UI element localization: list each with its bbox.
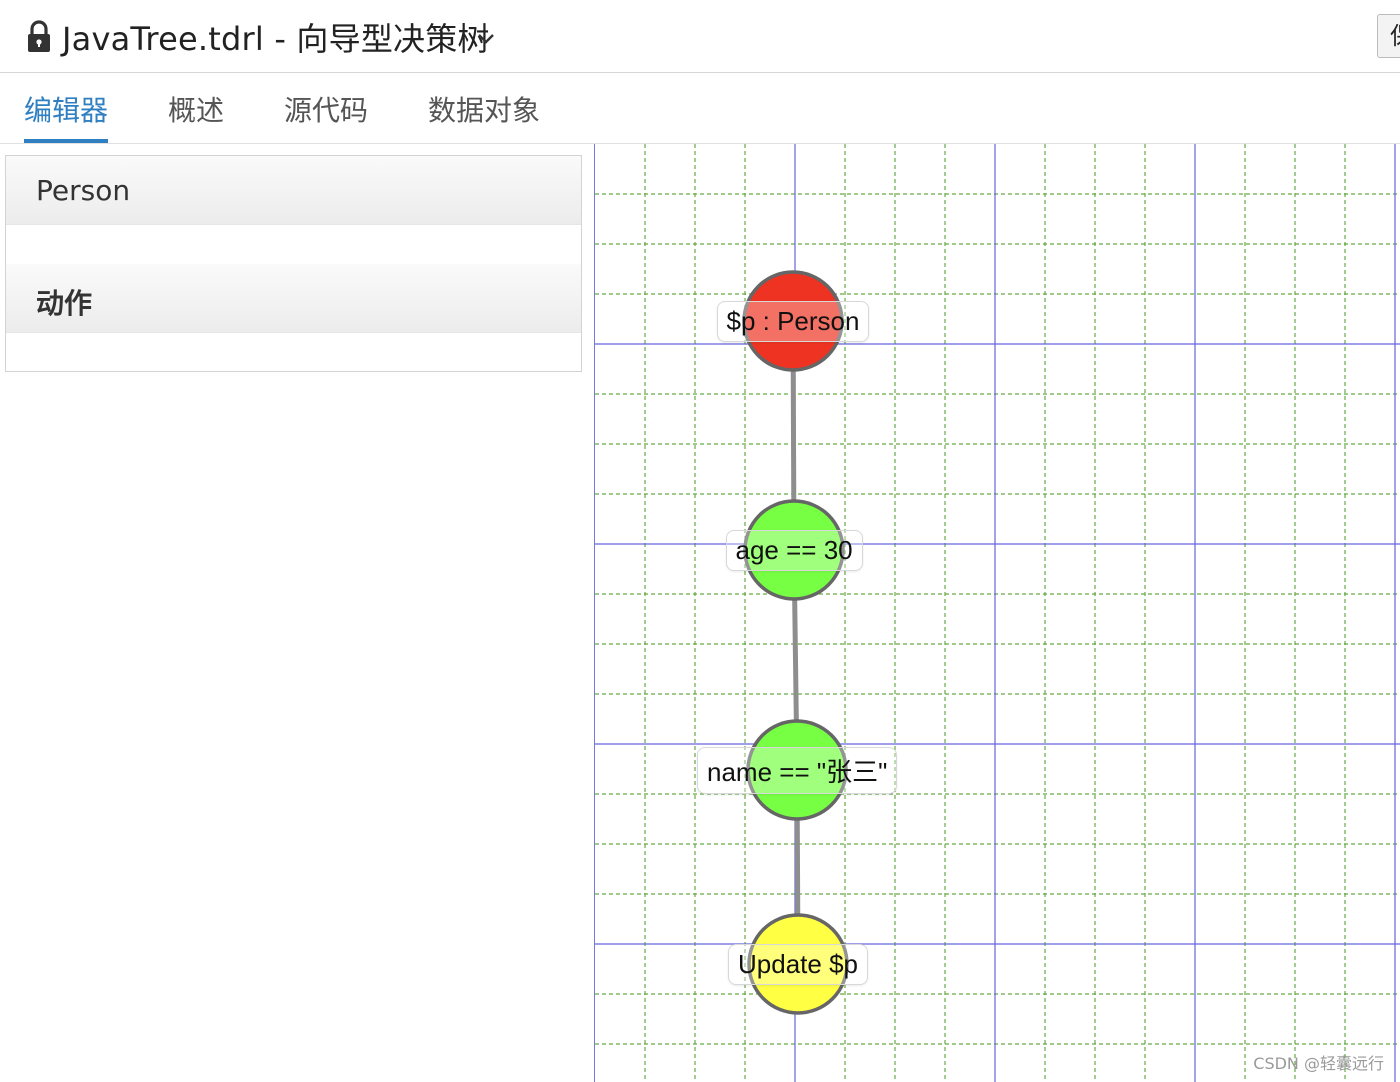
editor-tabs: 编辑器 概述 源代码 数据对象 — [0, 73, 1400, 144]
active-tab-indicator — [24, 139, 108, 143]
palette-panel: Person 动作 — [5, 155, 582, 372]
lock-icon — [28, 20, 50, 52]
tab-overview[interactable]: 概述 — [168, 94, 225, 127]
palette-item-person[interactable]: Person — [6, 156, 581, 225]
editor-title: JavaTree.tdrl - 向导型决策树 — [62, 20, 490, 58]
watermark: CSDN @轻囊远行 — [1253, 1054, 1384, 1073]
title-bar: JavaTree.tdrl - 向导型决策树 保 — [0, 0, 1400, 73]
tree-node[interactable] — [746, 719, 848, 821]
tree-node[interactable] — [742, 270, 844, 372]
chevron-down-icon[interactable] — [476, 28, 496, 48]
tree-node-label[interactable]: name == "张三" — [697, 746, 898, 794]
tab-source[interactable]: 源代码 — [284, 94, 369, 127]
save-button[interactable]: 保 — [1377, 14, 1400, 58]
tree-node[interactable] — [747, 913, 849, 1015]
palette-item-label: Person — [36, 174, 131, 207]
tree-canvas[interactable]: $p : Person age == 30 name == "张三" Update $… — [594, 144, 1400, 1082]
tree-node-label[interactable]: $p : Person — [716, 300, 870, 342]
tree-node-label[interactable]: Update $p — [728, 943, 868, 985]
tree-node-label[interactable]: age == 30 — [725, 529, 863, 571]
palette-section-actions[interactable]: 动作 — [6, 264, 581, 333]
palette-section-label: 动作 — [36, 287, 93, 320]
tab-editor[interactable]: 编辑器 — [24, 94, 109, 127]
tree-diagram[interactable] — [595, 144, 1400, 1082]
tab-data-objects[interactable]: 数据对象 — [428, 94, 541, 127]
tree-node[interactable] — [743, 499, 845, 601]
